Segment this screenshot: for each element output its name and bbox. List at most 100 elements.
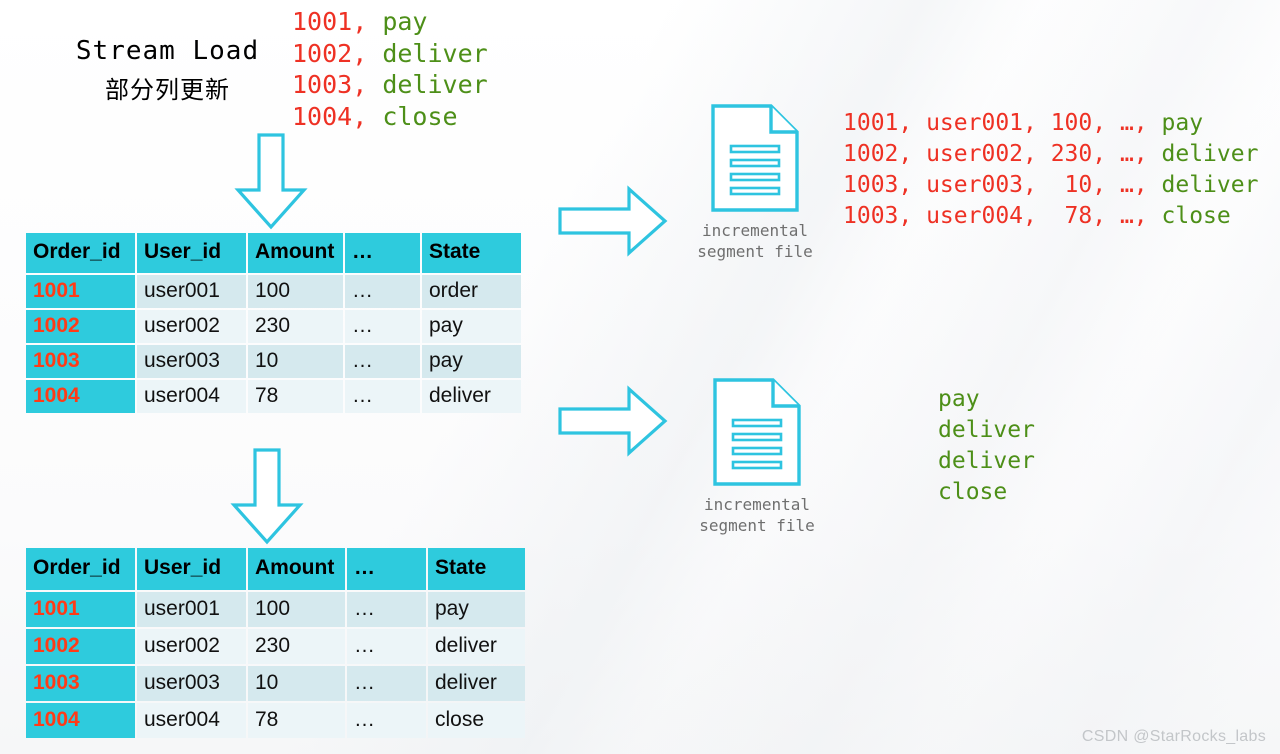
cell-state: deliver bbox=[422, 380, 521, 413]
incoming-row: 1004, close bbox=[292, 101, 488, 133]
cell-user-id: user003 bbox=[137, 666, 246, 701]
table-row: 1002 user002 230 … pay bbox=[26, 310, 521, 343]
document-icon bbox=[711, 104, 799, 212]
incoming-row-id: 1002, bbox=[292, 38, 383, 68]
cell-order-id: 1001 bbox=[26, 592, 135, 627]
cell-state: deliver bbox=[428, 629, 525, 664]
incoming-row: 1001, pay bbox=[292, 6, 488, 38]
file-caption-line2: segment file bbox=[699, 516, 815, 535]
column-header-state: State bbox=[428, 548, 525, 590]
segment-row: 1001, user001, 100, …, pay bbox=[843, 108, 1258, 139]
arrow-down-to-table-after bbox=[228, 447, 306, 545]
segment-row-prefix: 1002, user002, 230, …, bbox=[843, 141, 1162, 167]
incoming-row-id: 1004, bbox=[292, 101, 383, 131]
cell-order-id: 1003 bbox=[26, 666, 135, 701]
cell-ellipsis: … bbox=[347, 703, 426, 738]
cell-state: deliver bbox=[428, 666, 525, 701]
table-header-row: Order_id User_id Amount … State bbox=[26, 548, 525, 590]
column-header-state: State bbox=[422, 233, 521, 273]
cell-amount: 78 bbox=[248, 703, 345, 738]
cell-order-id: 1004 bbox=[26, 703, 135, 738]
segment-row-state: close bbox=[938, 479, 1008, 505]
incoming-row: 1003, deliver bbox=[292, 69, 488, 101]
segment-row: 1003, user003, 10, …, deliver bbox=[843, 170, 1258, 201]
document-icon bbox=[713, 378, 801, 486]
incoming-row-state: deliver bbox=[382, 38, 488, 68]
incoming-row-id: 1001, bbox=[292, 7, 383, 36]
table-row: 1002 user002 230 … deliver bbox=[26, 629, 525, 664]
cell-state: pay bbox=[428, 592, 525, 627]
stream-load-label-block: Stream Load 部分列更新 bbox=[60, 36, 275, 105]
cell-amount: 230 bbox=[248, 629, 345, 664]
incoming-row-state: close bbox=[382, 101, 458, 131]
arrow-down-to-table-before bbox=[232, 132, 310, 230]
segment-row-state: deliver bbox=[1161, 141, 1259, 167]
cell-user-id: user002 bbox=[137, 310, 246, 343]
cell-amount: 78 bbox=[248, 380, 343, 413]
cell-user-id: user003 bbox=[137, 345, 246, 378]
segment-row-prefix: 1003, user003, 10, …, bbox=[843, 172, 1162, 198]
cell-user-id: user001 bbox=[137, 592, 246, 627]
cell-order-id: 1004 bbox=[26, 380, 135, 413]
incremental-segment-file-top: incremental segment file bbox=[694, 102, 816, 262]
table-header-row: Order_id User_id Amount … State bbox=[26, 233, 521, 273]
segment-file-rows-bottom: pay deliver deliver close bbox=[938, 384, 1035, 508]
cell-state: order bbox=[422, 275, 521, 308]
table-before-update: Order_id User_id Amount … State 1001 use… bbox=[24, 231, 523, 415]
column-header-amount: Amount bbox=[248, 233, 343, 273]
stream-load-title: Stream Load bbox=[75, 36, 260, 66]
segment-row-state: close bbox=[1161, 203, 1231, 229]
table-row: 1004 user004 78 … deliver bbox=[26, 380, 521, 413]
cell-ellipsis: … bbox=[345, 345, 420, 378]
incoming-rows-list: 1001, pay 1002, deliver 1003, deliver 10… bbox=[292, 6, 488, 132]
cell-amount: 100 bbox=[248, 275, 343, 308]
cell-ellipsis: … bbox=[347, 666, 426, 701]
segment-row: 1003, user004, 78, …, close bbox=[843, 201, 1258, 232]
column-header-order-id: Order_id bbox=[26, 233, 135, 273]
segment-row: 1002, user002, 230, …, deliver bbox=[843, 139, 1258, 170]
column-header-amount: Amount bbox=[248, 548, 345, 590]
watermark: CSDN @StarRocks_labs bbox=[1081, 728, 1266, 745]
cell-state: pay bbox=[422, 345, 521, 378]
segment-row-state: deliver bbox=[1161, 172, 1259, 198]
cell-amount: 10 bbox=[248, 345, 343, 378]
segment-row-prefix: 1003, user004, 78, …, bbox=[843, 203, 1162, 229]
column-header-order-id: Order_id bbox=[26, 548, 135, 590]
cell-ellipsis: … bbox=[345, 380, 420, 413]
cell-order-id: 1001 bbox=[26, 275, 135, 308]
file-caption-line2: segment file bbox=[697, 242, 813, 261]
table-row: 1001 user001 100 … order bbox=[26, 275, 521, 308]
incremental-segment-file-bottom: incremental segment file bbox=[696, 376, 818, 536]
arrow-right-to-file-top bbox=[557, 185, 669, 257]
column-header-user-id: User_id bbox=[137, 548, 246, 590]
cell-amount: 10 bbox=[248, 666, 345, 701]
segment-row-state: deliver bbox=[938, 417, 1035, 443]
stream-load-subtitle: 部分列更新 bbox=[105, 76, 230, 104]
cell-ellipsis: … bbox=[347, 629, 426, 664]
cell-ellipsis: … bbox=[347, 592, 426, 627]
cell-order-id: 1002 bbox=[26, 629, 135, 664]
file-caption-line1: incremental bbox=[704, 495, 810, 514]
segment-row-state: pay bbox=[938, 386, 980, 412]
segment-row-prefix: 1001, user001, 100, …, bbox=[843, 110, 1162, 136]
incoming-row: 1002, deliver bbox=[292, 38, 488, 70]
incoming-row-id: 1003, bbox=[292, 70, 383, 99]
column-header-ellipsis: … bbox=[347, 548, 426, 590]
column-header-ellipsis: … bbox=[345, 233, 420, 273]
incoming-row-state: deliver bbox=[382, 70, 488, 99]
cell-ellipsis: … bbox=[345, 275, 420, 308]
table-row: 1003 user003 10 … deliver bbox=[26, 666, 525, 701]
cell-order-id: 1003 bbox=[26, 345, 135, 378]
segment-row-state: pay bbox=[1161, 110, 1204, 136]
table-row: 1003 user003 10 … pay bbox=[26, 345, 521, 378]
cell-amount: 100 bbox=[248, 592, 345, 627]
cell-amount: 230 bbox=[248, 310, 343, 343]
incoming-row-state: pay bbox=[382, 7, 428, 36]
cell-state: pay bbox=[422, 310, 521, 343]
cell-ellipsis: … bbox=[345, 310, 420, 343]
cell-user-id: user004 bbox=[137, 703, 246, 738]
cell-user-id: user004 bbox=[137, 380, 246, 413]
cell-state: close bbox=[428, 703, 525, 738]
column-header-user-id: User_id bbox=[137, 233, 246, 273]
table-after-update: Order_id User_id Amount … State 1001 use… bbox=[24, 546, 527, 740]
